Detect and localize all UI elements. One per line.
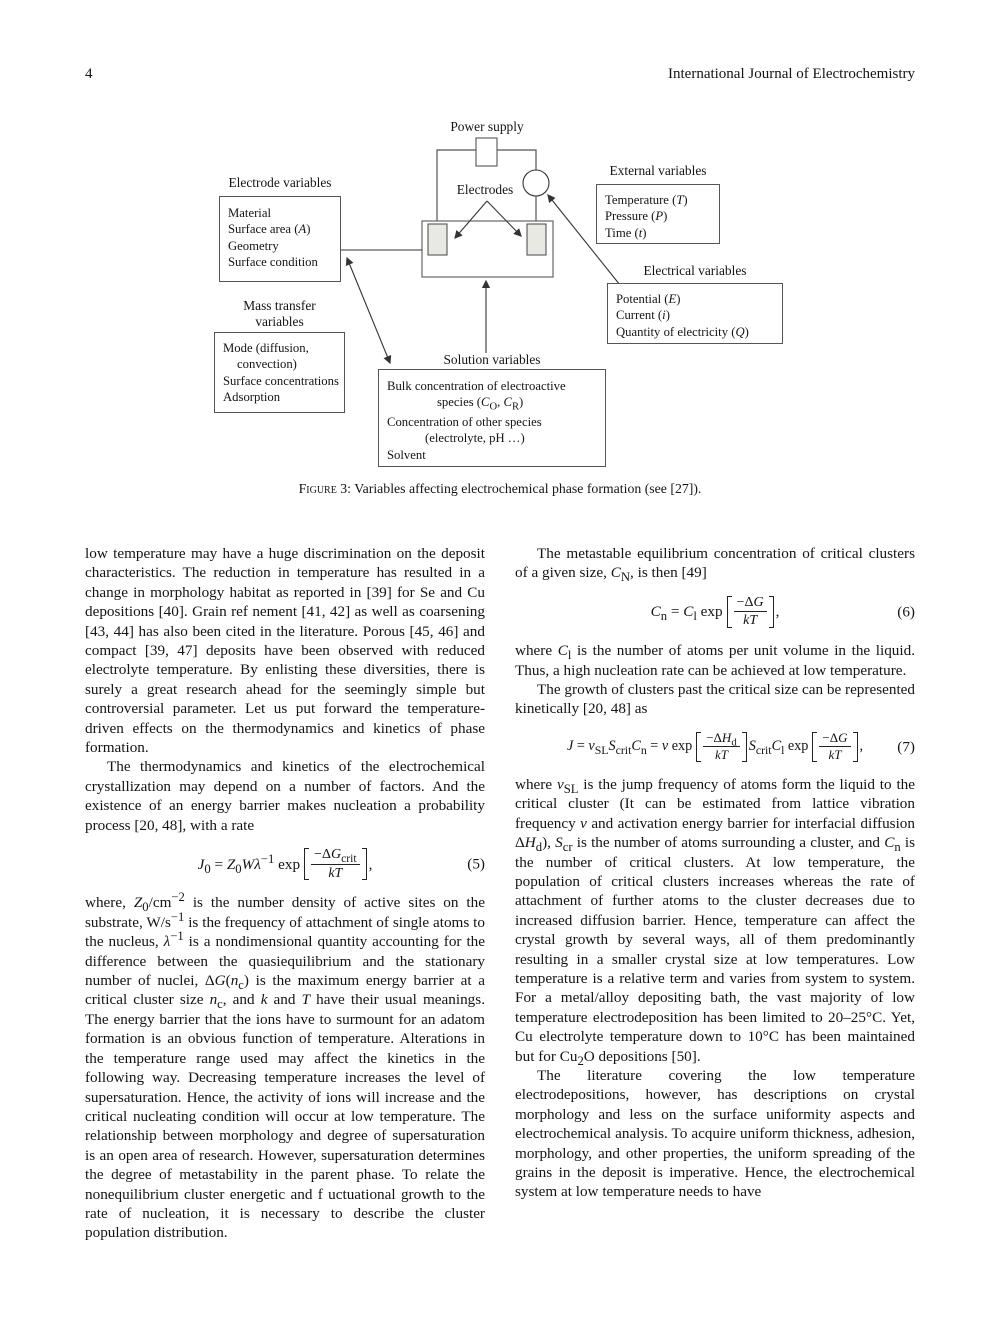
- equation-6: Cn = Cl exp −ΔG kT , (6): [515, 595, 915, 629]
- electrode-left-rect: [427, 223, 448, 256]
- electrodes-arrow-right: [486, 200, 522, 237]
- solution-variables-label: Solution variables: [443, 352, 541, 367]
- equation-number: (6): [897, 603, 915, 621]
- equation-number: (7): [897, 738, 915, 756]
- power-supply-label: Power supply: [450, 119, 524, 134]
- box-item: Current (i): [616, 308, 670, 323]
- left-bracket: [304, 848, 310, 881]
- power-supply-box: [475, 137, 498, 167]
- box-item: Concentration of other species: [387, 414, 542, 429]
- equation-lhs: J0 = Z0Wλ−1 exp: [197, 851, 301, 876]
- box-item: Solvent: [387, 447, 426, 462]
- mass-transfer-variables-label: Mass transfer variables: [243, 298, 316, 329]
- paragraph: where νSL is the jump frequency of atoms…: [515, 775, 915, 1068]
- equation-lhs: J = νSLScritCn = ν exp: [566, 738, 693, 757]
- box-item: Surface concentrations: [223, 373, 339, 388]
- electrode-variables-box: Material Surface area (A) Geometry Surfa…: [219, 196, 341, 282]
- equation-lhs: Cn = Cl exp: [650, 603, 723, 624]
- box-item: Surface condition: [228, 255, 318, 270]
- box-item: Material: [228, 206, 271, 220]
- right-bracket: [361, 848, 367, 881]
- journal-title: International Journal of Electrochemistr…: [668, 66, 915, 82]
- page-header: 4 International Journal of Electrochemis…: [85, 66, 915, 83]
- paragraph: The growth of clusters past the critical…: [515, 680, 915, 718]
- page-number: 4: [85, 66, 93, 82]
- box-item: convection): [237, 357, 297, 372]
- box-item: Bulk concentration of electroactive: [387, 379, 566, 393]
- cell-rect: [421, 220, 554, 278]
- left-bracket: [726, 595, 732, 629]
- box-item: species (CO, CR): [437, 395, 524, 413]
- equation-tail: ,: [368, 855, 373, 873]
- box-item: Geometry: [228, 238, 279, 253]
- equation-tail: ,: [775, 603, 780, 621]
- left-bracket: [812, 731, 818, 762]
- right-bracket: [741, 731, 747, 762]
- figure-caption-label: Figure 3:: [298, 481, 351, 496]
- figure-caption-text: Variables affecting electrochemical phas…: [351, 481, 702, 496]
- fraction: −ΔG kT: [733, 595, 767, 629]
- box-item: Time (t): [605, 225, 647, 240]
- electrodes-arrow-left: [454, 200, 488, 239]
- paragraph: where, Z0/cm−2 is the number density of …: [85, 890, 486, 1242]
- electrical-variables-box: Potential (E) Current (i) Quantity of el…: [607, 283, 783, 344]
- equation-number: (5): [467, 855, 485, 873]
- electrical-variables-label: Electrical variables: [643, 263, 747, 278]
- external-variables-box: Temperature (T) Pressure (P) Time (t): [596, 184, 720, 244]
- box-item: Pressure (P): [605, 209, 668, 224]
- figure-caption: Figure 3: Variables affecting electroche…: [0, 481, 1000, 497]
- paragraph: The thermodynamics and kinetics of the e…: [85, 758, 485, 834]
- electrode-right-rect: [526, 223, 547, 256]
- paragraph: The metastable equilibrium concentration…: [515, 545, 915, 585]
- box-item: (electrolyte, pH …): [425, 431, 525, 446]
- equation-mid: ScritCl exp: [748, 738, 809, 757]
- paragraph: where Cl is the number of atoms per unit…: [515, 642, 915, 679]
- fraction: −ΔGcrit kT: [311, 847, 360, 881]
- equation-7: J = νSLScritCn = ν exp −ΔHd kT ScritCl e…: [515, 730, 915, 763]
- right-bracket: [768, 595, 774, 629]
- equation-tail: ,: [859, 738, 864, 755]
- fraction: −ΔHd kT: [703, 730, 740, 763]
- electrodes-label: Electrodes: [456, 182, 514, 197]
- mass-transfer-variables-box: Mode (diffusion, convection) Surface con…: [214, 332, 345, 413]
- box-item: Potential (E): [616, 292, 681, 306]
- electrode-solution-double-arrow: [345, 256, 392, 365]
- left-bracket: [696, 731, 702, 762]
- right-bracket: [852, 731, 858, 762]
- box-item: Mode (diffusion,: [223, 341, 309, 355]
- solution-variables-box: Bulk concentration of electroactive spec…: [378, 369, 606, 467]
- external-variables-label: External variables: [609, 163, 707, 178]
- box-item: Adsorption: [223, 390, 281, 405]
- box-item: Surface area (A): [228, 222, 311, 237]
- equation-5: J0 = Z0Wλ−1 exp −ΔGcrit kT , (5): [85, 847, 485, 881]
- paragraph: low temperature may have a huge discrimi…: [85, 545, 485, 757]
- box-item: Temperature (T): [605, 193, 688, 207]
- left-column: low temperature may have a huge discrimi…: [85, 544, 485, 1243]
- electrode-variables-label: Electrode variables: [228, 175, 332, 190]
- right-column: The metastable equilibrium concentration…: [515, 544, 915, 1202]
- fraction: −ΔG kT: [819, 730, 851, 763]
- paragraph: The literature covering the low temperat…: [515, 1066, 915, 1201]
- box-item: Quantity of electricity (Q): [616, 324, 749, 339]
